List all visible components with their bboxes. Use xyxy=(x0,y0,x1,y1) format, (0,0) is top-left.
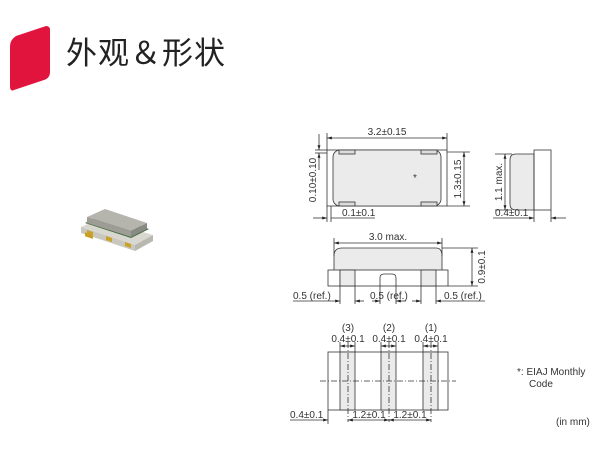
page-title: 外观＆形状 xyxy=(66,36,226,72)
front-height-dim: 0.9±0.1 xyxy=(477,250,488,284)
terminal-3-dim: 0.4±0.1 xyxy=(331,334,365,345)
mark-note-line1: *: EIAJ Monthly xyxy=(517,367,586,378)
units-note: (in mm) xyxy=(556,417,590,428)
front-left-ref: 0.5 (ref.) xyxy=(293,291,331,302)
side-width-dim: 0.4±0.1 xyxy=(495,208,529,219)
brand-mark-icon xyxy=(10,26,50,91)
top-height-dim: 1.3±0.15 xyxy=(453,159,464,198)
terminal-1-label: (1) xyxy=(425,323,437,334)
front-width-dim: 3.0 max. xyxy=(369,232,407,243)
bottom-left-dim: 0.4±0.1 xyxy=(290,410,324,421)
mark-note: *: EIAJ Monthly Code xyxy=(517,367,585,391)
top-left-dim: 0.10±0.10 xyxy=(308,157,319,202)
side-height-dim: 1.1 max. xyxy=(494,163,505,201)
product-photo xyxy=(81,209,153,251)
section-header: 外观＆形状 xyxy=(0,0,601,100)
terminal-3-label: (3) xyxy=(342,323,354,334)
pitch-dim-1: 1.2±0.1 xyxy=(352,410,386,421)
terminal-2-label: (2) xyxy=(383,323,395,334)
pitch-dim-2: 1.2±0.1 xyxy=(393,410,427,421)
terminal-2-dim: 0.4±0.1 xyxy=(372,334,406,345)
terminal-1-dim: 0.4±0.1 xyxy=(414,334,448,345)
mark-note-line2: Code xyxy=(529,379,553,390)
front-center-ref: 0.5 (ref.) xyxy=(370,291,408,302)
top-width-dim: 3.2±0.15 xyxy=(368,127,407,138)
monthly-code-mark: * xyxy=(413,173,417,184)
top-bottom-dim: 0.1±0.1 xyxy=(342,208,376,219)
front-right-ref: 0.5 (ref.) xyxy=(444,291,482,302)
